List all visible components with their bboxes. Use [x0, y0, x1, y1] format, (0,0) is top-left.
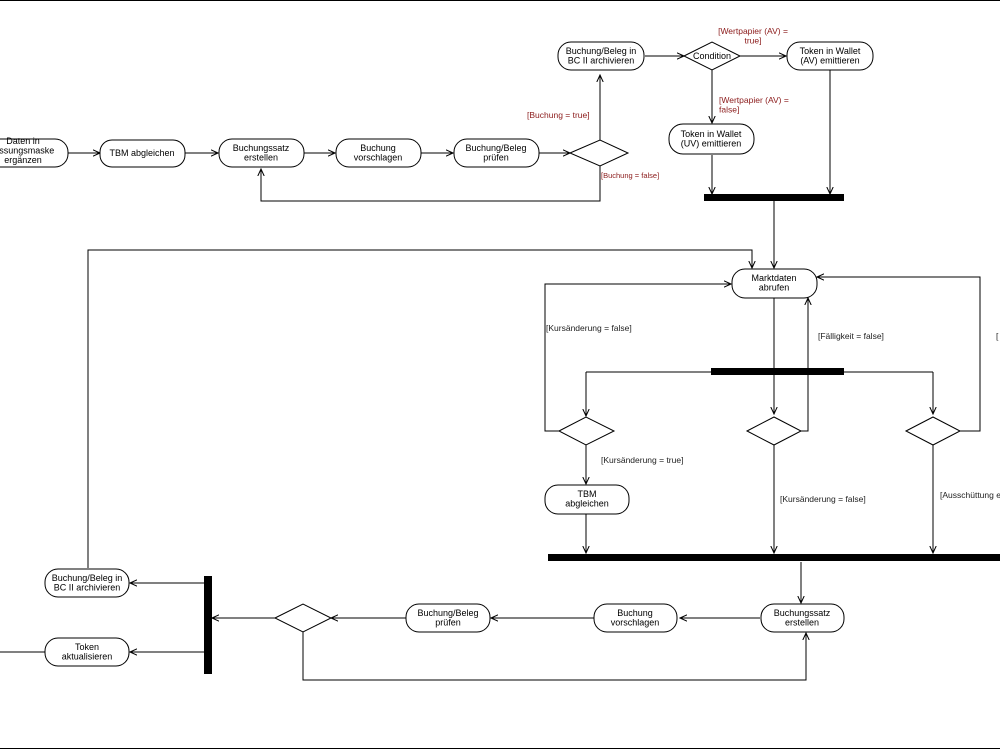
decision-faelligkeit: [745, 416, 803, 446]
guard-ausschuettung-cut: [Ausschüttung e: [940, 490, 1000, 500]
marktdaten-label-line-1: Marktdaten: [751, 273, 796, 283]
edge-decision-right-loop: [817, 277, 981, 432]
guard-right-edge-cut: [: [996, 331, 999, 341]
archivieren-top-label-line-1: Buchung/Beleg in: [566, 46, 637, 56]
beleg-pruefen-bottom-label-line-1: Buchung/Beleg: [417, 608, 478, 618]
daten-ergaenzen-label-line-3: ergänzen: [4, 155, 42, 165]
guard-faelligkeit-false: [Fälligkeit = false]: [818, 331, 884, 341]
archivieren-bottom-label-line-1: Buchung/Beleg in: [52, 573, 123, 583]
guard-wertpapier-av-true-line-2: true]: [744, 36, 761, 46]
condition-label: Condition: [693, 51, 731, 61]
wallet-uv-label-line-2: (UV) emittieren: [681, 139, 742, 149]
guard-kursaenderung-false-left: [Kursänderung = false]: [546, 323, 632, 333]
beleg-pruefen-bottom-label-line-2: prüfen: [435, 618, 461, 628]
daten-ergaenzen-label-line-1: Daten in: [6, 136, 40, 146]
buchung-vorschlagen-bottom-label-line-1: Buchung: [617, 608, 653, 618]
buchungssatz-top-label-line-2: erstellen: [244, 153, 278, 163]
archivieren-bottom-label-line-2: BC II archivieren: [54, 583, 121, 593]
buchungssatz-bottom-label-line-1: Buchungssatz: [774, 608, 831, 618]
guard-kursaenderung-false-mid: [Kursänderung = false]: [780, 494, 866, 504]
decision-buchung: [568, 139, 630, 167]
edge-decision-buchungssatz-loop-bottom: [302, 631, 806, 681]
daten-ergaenzen-label-line-2: fassungsmaske: [0, 146, 54, 156]
decision-condition: Condition: [682, 41, 742, 71]
join-bar-bottom: [548, 554, 1000, 561]
guard-wertpapier-av-true: [Wertpapier (AV) =true]: [718, 26, 788, 46]
edges: [0, 56, 981, 681]
guard-wertpapier-av-false: [Wertpapier (AV) =false]: [719, 95, 789, 115]
edge-archivieren-bottom-marktdaten: [87, 249, 752, 568]
archivieren-top-label-line-2: BC II archivieren: [568, 56, 635, 66]
token-aktualisieren-label-line-2: aktualisieren: [62, 652, 113, 662]
wallet-av-label: Token in Wallet(AV) emittieren: [800, 46, 861, 66]
buchungssatz-bottom-label-line-2: erstellen: [785, 618, 819, 628]
guard-wertpapier-av-false-line-2: false]: [719, 105, 739, 115]
fork-bar-middle: [711, 368, 844, 375]
beleg-pruefen-top-label-line-1: Buchung/Beleg: [465, 143, 526, 153]
fork-bar-vertical: [204, 576, 212, 674]
guard-wertpapier-av-true-line-1: [Wertpapier (AV) =: [718, 26, 788, 36]
wallet-uv-label: Token in Wallet(UV) emittieren: [681, 129, 742, 149]
action-wallet-uv: Token in Wallet(UV) emittieren: [668, 123, 755, 155]
tbm-abgleichen-mid-label-line-1: TBM: [578, 489, 597, 499]
condition-label-line-1: Condition: [693, 51, 731, 61]
buchung-vorschlagen-top-label-line-1: Buchung: [360, 143, 396, 153]
guard-buchung-false: [Buchung = false]: [601, 171, 659, 180]
tbm-abgleichen-mid-label-line-2: abgleichen: [565, 499, 609, 509]
wallet-av-label-line-1: Token in Wallet: [800, 46, 861, 56]
wallet-uv-label-line-1: Token in Wallet: [681, 129, 742, 139]
tbm-abgleichen-top-label: TBM abgleichen: [109, 148, 174, 158]
action-daten-ergaenzen: Daten infassungsmaskeergänzen: [0, 136, 69, 168]
guard-kursaenderung-true: [Kursänderung = true]: [601, 455, 683, 465]
edge-decision-buchungssatz-loop: [261, 166, 601, 202]
wallet-av-label-line-2: (AV) emittieren: [800, 56, 859, 66]
action-tbm-abgleichen-top: TBM abgleichen: [99, 139, 186, 168]
tbm-abgleichen-top-label-line-1: TBM abgleichen: [109, 148, 174, 158]
buchung-vorschlagen-top-label-line-2: vorschlagen: [354, 153, 403, 163]
beleg-pruefen-top-label-line-2: prüfen: [483, 153, 509, 163]
edge-decision-mid-loop: [801, 298, 808, 432]
buchung-vorschlagen-bottom-label-line-2: vorschlagen: [611, 618, 660, 628]
guard-buchung-true: [Buchung = true]: [527, 110, 590, 120]
edge-decision-left-loop: [544, 284, 731, 432]
marktdaten-label-line-2: abrufen: [759, 283, 790, 293]
decision-bottom: [273, 603, 333, 633]
guard-wertpapier-av-false-line-1: [Wertpapier (AV) =: [719, 95, 789, 105]
decision-kursaenderung-left: [557, 416, 616, 446]
buchungssatz-top-label-line-1: Buchungssatz: [233, 143, 290, 153]
action-wallet-av: Token in Wallet(AV) emittieren: [786, 41, 874, 71]
decision-ausschuettung: [904, 416, 962, 446]
join-bar-top: [704, 194, 844, 201]
daten-ergaenzen-label: Daten infassungsmaskeergänzen: [0, 136, 54, 165]
token-aktualisieren-label-line-1: Token: [75, 642, 99, 652]
